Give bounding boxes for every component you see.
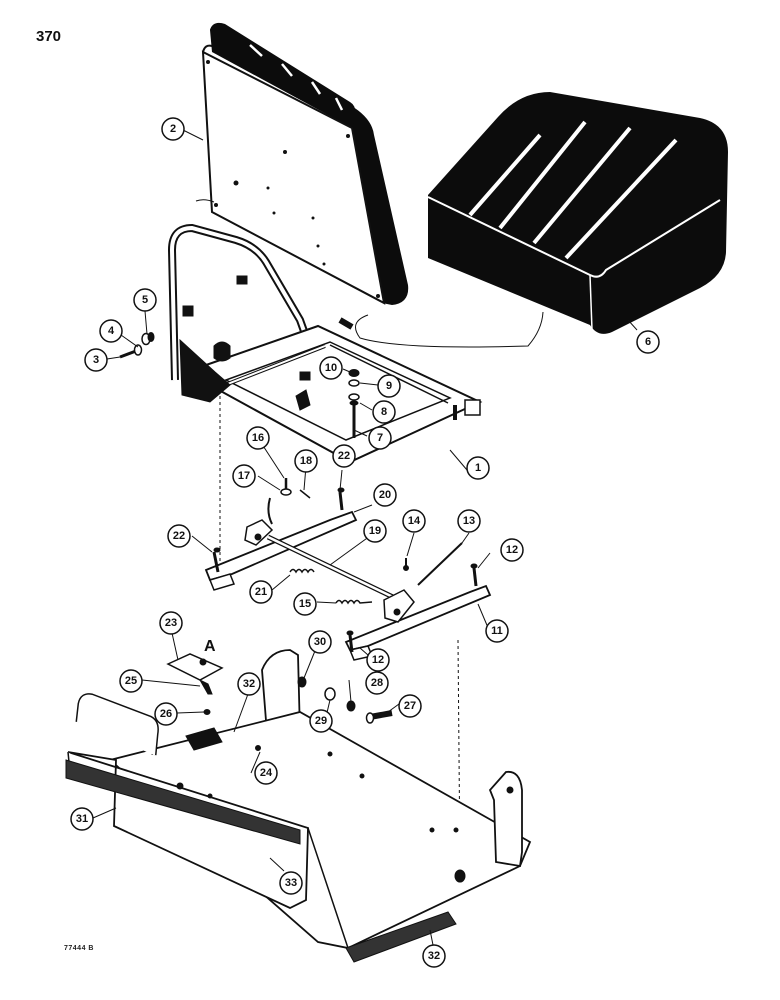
detail-reference-letter: A xyxy=(204,638,216,655)
callout-1: 1 xyxy=(466,456,490,480)
svg-text:1: 1 xyxy=(475,462,481,474)
left-bolt-hardware xyxy=(119,332,155,359)
svg-text:19: 19 xyxy=(369,525,381,537)
callout-7: 7 xyxy=(368,426,392,450)
svg-text:12: 12 xyxy=(506,544,518,556)
svg-text:22: 22 xyxy=(338,450,350,462)
svg-text:28: 28 xyxy=(371,677,383,689)
center-bolt-hardware xyxy=(348,369,360,438)
callout-25: 25 xyxy=(119,669,143,693)
svg-text:26: 26 xyxy=(160,708,172,720)
callout-4: 4 xyxy=(99,319,123,343)
seat-frame xyxy=(167,223,483,464)
svg-text:5: 5 xyxy=(142,294,148,306)
callout-29: 29 xyxy=(309,709,333,733)
callout-33: 33 xyxy=(279,871,303,895)
svg-text:33: 33 xyxy=(285,877,297,889)
callout-22b: 22 xyxy=(332,444,356,468)
svg-text:4: 4 xyxy=(108,325,115,337)
svg-text:25: 25 xyxy=(125,675,137,687)
callout-31: 31 xyxy=(70,807,94,831)
svg-text:2: 2 xyxy=(170,123,176,135)
svg-text:3: 3 xyxy=(93,354,99,366)
svg-text:31: 31 xyxy=(76,813,88,825)
callout-22a: 22 xyxy=(167,524,191,548)
callout-32a: 32 xyxy=(237,672,261,696)
callout-16: 16 xyxy=(246,426,270,450)
callout-26: 26 xyxy=(154,702,178,726)
page-number: 370 xyxy=(36,28,62,45)
callout-3: 3 xyxy=(84,348,108,372)
base-bolt-hardware xyxy=(297,676,393,724)
svg-text:30: 30 xyxy=(314,636,326,648)
svg-text:22: 22 xyxy=(173,530,185,542)
seat-back xyxy=(201,22,409,305)
callout-21: 21 xyxy=(249,580,273,604)
callout-30: 30 xyxy=(308,630,332,654)
callout-12b: 12 xyxy=(366,648,390,672)
callout-28: 28 xyxy=(365,671,389,695)
callout-10: 10 xyxy=(319,356,343,380)
svg-text:8: 8 xyxy=(381,406,387,418)
callout-18: 18 xyxy=(294,449,318,473)
callout-9: 9 xyxy=(377,374,401,398)
svg-text:17: 17 xyxy=(238,470,250,482)
detail-a-bracket xyxy=(166,653,224,715)
svg-text:32: 32 xyxy=(428,950,440,962)
svg-text:11: 11 xyxy=(491,625,503,637)
svg-text:32: 32 xyxy=(243,678,255,690)
svg-text:15: 15 xyxy=(299,598,311,610)
callout-12a: 12 xyxy=(500,538,524,562)
callout-11: 11 xyxy=(485,619,509,643)
svg-text:16: 16 xyxy=(252,432,264,444)
svg-text:27: 27 xyxy=(404,700,416,712)
seat-base-box xyxy=(65,649,532,963)
svg-text:13: 13 xyxy=(463,515,475,527)
svg-text:6: 6 xyxy=(645,336,651,348)
callout-23: 23 xyxy=(159,611,183,635)
svg-text:18: 18 xyxy=(300,455,312,467)
callouts: 1 2 3 4 5 6 7 8 9 10 11 12 12 13 14 15 1… xyxy=(70,117,660,968)
callout-6: 6 xyxy=(636,330,660,354)
callout-14: 14 xyxy=(402,509,426,533)
callout-2: 2 xyxy=(161,117,185,141)
callout-15: 15 xyxy=(293,592,317,616)
svg-text:29: 29 xyxy=(315,715,327,727)
callout-32b: 32 xyxy=(422,944,446,968)
svg-text:14: 14 xyxy=(408,515,421,527)
svg-text:12: 12 xyxy=(372,654,384,666)
svg-text:20: 20 xyxy=(379,489,391,501)
svg-text:24: 24 xyxy=(260,767,273,779)
seat-slide-rails xyxy=(204,478,492,661)
svg-text:10: 10 xyxy=(325,362,337,374)
callout-20: 20 xyxy=(373,483,397,507)
callout-13: 13 xyxy=(457,509,481,533)
svg-text:7: 7 xyxy=(377,432,383,444)
callout-24: 24 xyxy=(254,761,278,785)
seat-cushion xyxy=(427,92,728,334)
footer-code: 77444 B xyxy=(64,945,94,952)
svg-text:23: 23 xyxy=(165,617,177,629)
callout-19: 19 xyxy=(363,519,387,543)
callout-8: 8 xyxy=(372,400,396,424)
svg-text:21: 21 xyxy=(255,586,267,598)
callout-5: 5 xyxy=(133,288,157,312)
callout-17: 17 xyxy=(232,464,256,488)
svg-text:9: 9 xyxy=(386,380,392,392)
callout-27: 27 xyxy=(398,694,422,718)
